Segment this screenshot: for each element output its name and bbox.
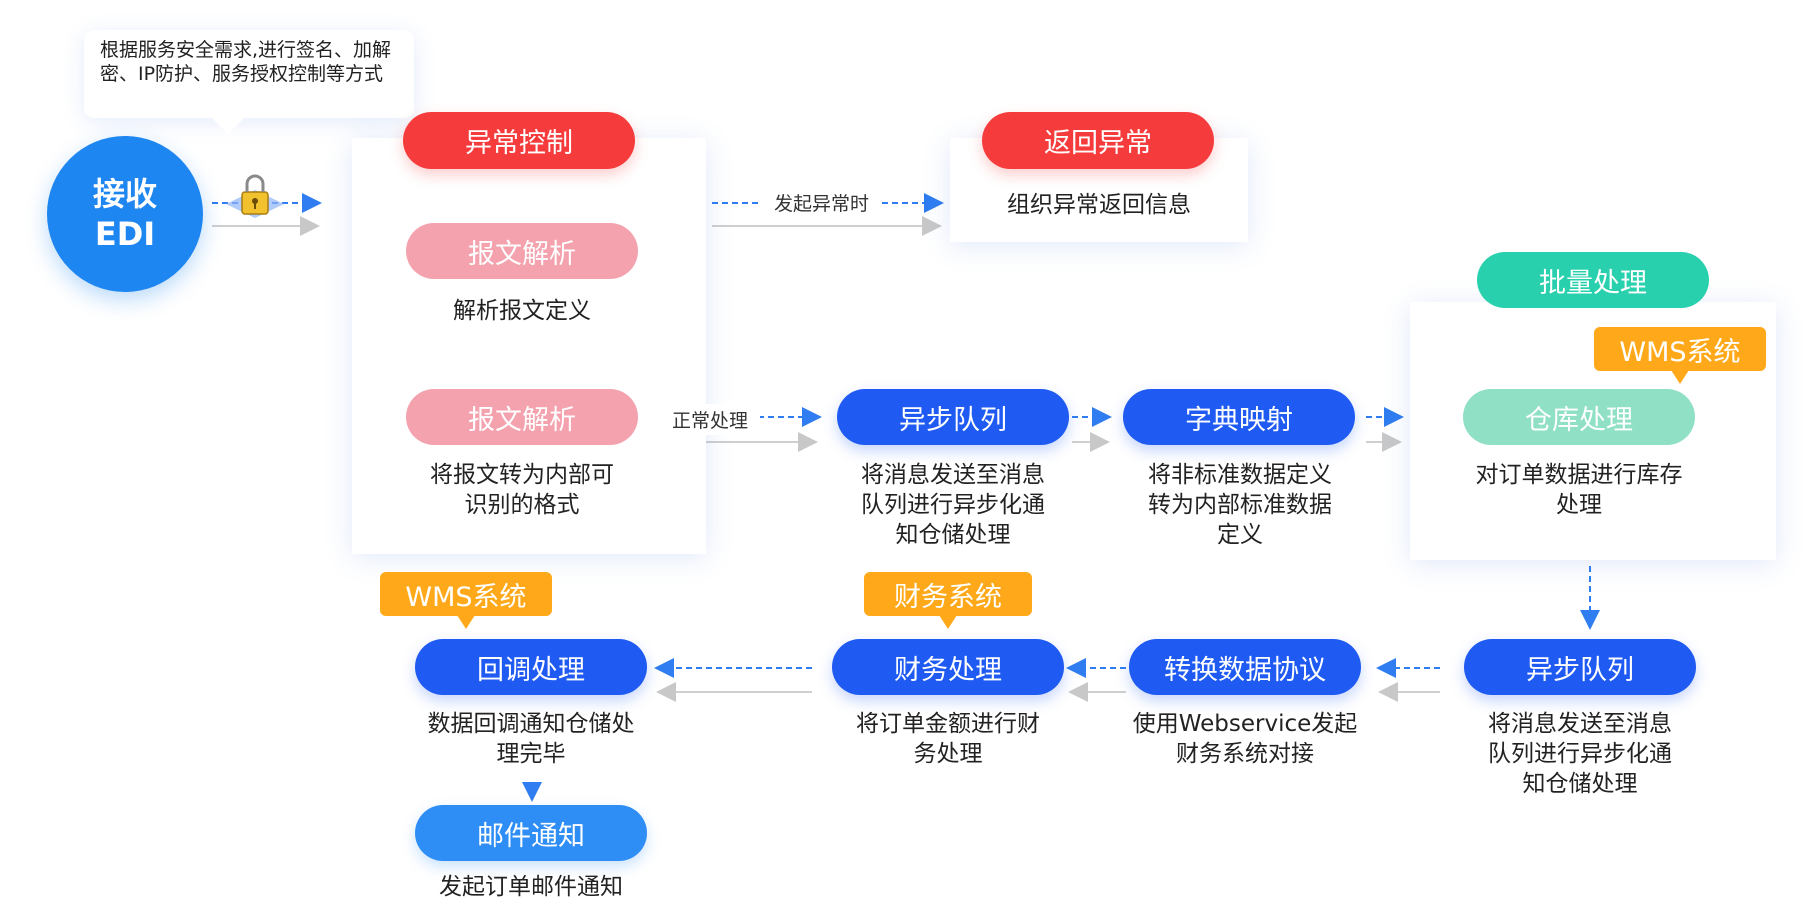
edge-label-normal: 正常处理	[660, 404, 761, 435]
message-parse-desc-1: 解析报文定义	[453, 298, 591, 324]
wms-system-tag-callback: WMS系统	[380, 572, 552, 629]
async-queue-node-1: 异步队列	[837, 389, 1069, 445]
security-callout: 根据服务安全需求,进行签名、加解密、IP防护、服务授权控制等方式	[84, 30, 414, 134]
exception-control-title: 异常控制	[403, 112, 635, 169]
message-parse-node-1: 报文解析	[406, 223, 638, 279]
email-notification-node: 邮件通知	[415, 805, 647, 861]
email-notification-desc: 发起订单邮件通知	[439, 874, 623, 900]
edge-label-on-exception: 发起异常时	[762, 187, 882, 218]
dictionary-mapping-desc: 将非标准数据定义转为内部标准数据定义	[1148, 462, 1332, 548]
finance-processing-node: 财务处理	[832, 639, 1064, 695]
receive-edi-line1: 接收	[92, 175, 157, 213]
security-callout-text: 根据服务安全需求,进行签名、加解密、IP防护、服务授权控制等方式	[100, 39, 392, 85]
lock-icon	[222, 170, 288, 230]
async-queue-desc-2: 将消息发送至消息队列进行异步化通知仓储处理	[1488, 711, 1672, 797]
async-queue-node-2: 异步队列	[1464, 639, 1696, 695]
protocol-conversion-node: 转换数据协议	[1129, 639, 1361, 695]
receive-edi-line2: EDI	[94, 215, 156, 253]
warehouse-processing-node: 仓库处理	[1463, 389, 1695, 445]
callback-processing-desc: 数据回调通知仓储处理完毕	[427, 711, 635, 767]
dictionary-mapping-node: 字典映射	[1123, 389, 1355, 445]
warehouse-processing-desc: 对订单数据进行库存处理	[1475, 462, 1683, 518]
return-exception-desc: 组织异常返回信息	[1007, 192, 1191, 218]
receive-edi-node: 接收 EDI	[47, 136, 203, 292]
exception-control-panel	[352, 138, 706, 554]
batch-processing-title: 批量处理	[1477, 252, 1709, 308]
wms-system-tag-batch: WMS系统	[1594, 327, 1766, 384]
return-exception-node: 返回异常	[982, 112, 1214, 169]
finance-processing-desc: 将订单金额进行财务处理	[856, 711, 1040, 767]
message-parse-desc-2: 将报文转为内部可识别的格式	[430, 462, 614, 518]
async-queue-desc-1: 将消息发送至消息队列进行异步化通知仓储处理	[861, 462, 1045, 548]
callback-processing-node: 回调处理	[415, 639, 647, 695]
message-parse-node-2: 报文解析	[406, 389, 638, 445]
finance-system-tag: 财务系统	[864, 572, 1032, 629]
protocol-conversion-desc: 使用Webservice发起财务系统对接	[1132, 711, 1358, 767]
